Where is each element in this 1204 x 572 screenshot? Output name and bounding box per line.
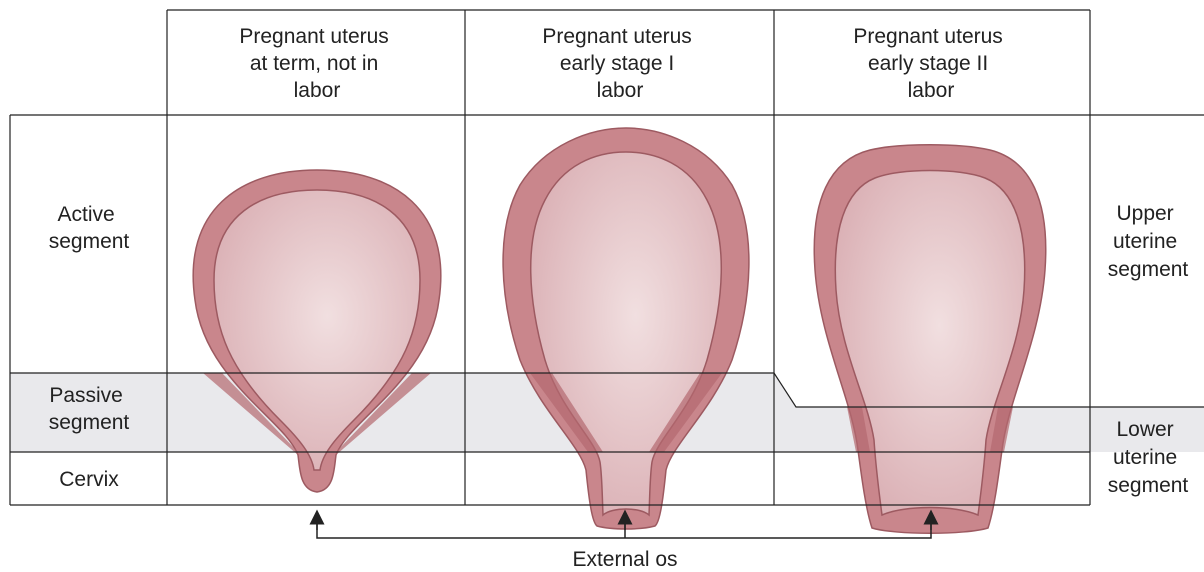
uterus-early-stage-one	[503, 128, 749, 529]
uterus-early-stage-two	[814, 145, 1046, 534]
label-lower-uterine-segment: Lower uterine segment	[1108, 418, 1189, 497]
label-external-os: External os	[572, 548, 677, 571]
label-active-segment: Active segment	[49, 203, 130, 253]
label-cervix: Cervix	[59, 468, 119, 491]
column-header-stage-one: Pregnant uterus early stage I labor	[542, 25, 697, 102]
column-header-at-term: Pregnant uterus at term, not in labor	[239, 25, 394, 102]
label-upper-uterine-segment: Upper uterine segment	[1108, 202, 1189, 281]
column-header-stage-two: Pregnant uterus early stage II labor	[853, 25, 1008, 102]
